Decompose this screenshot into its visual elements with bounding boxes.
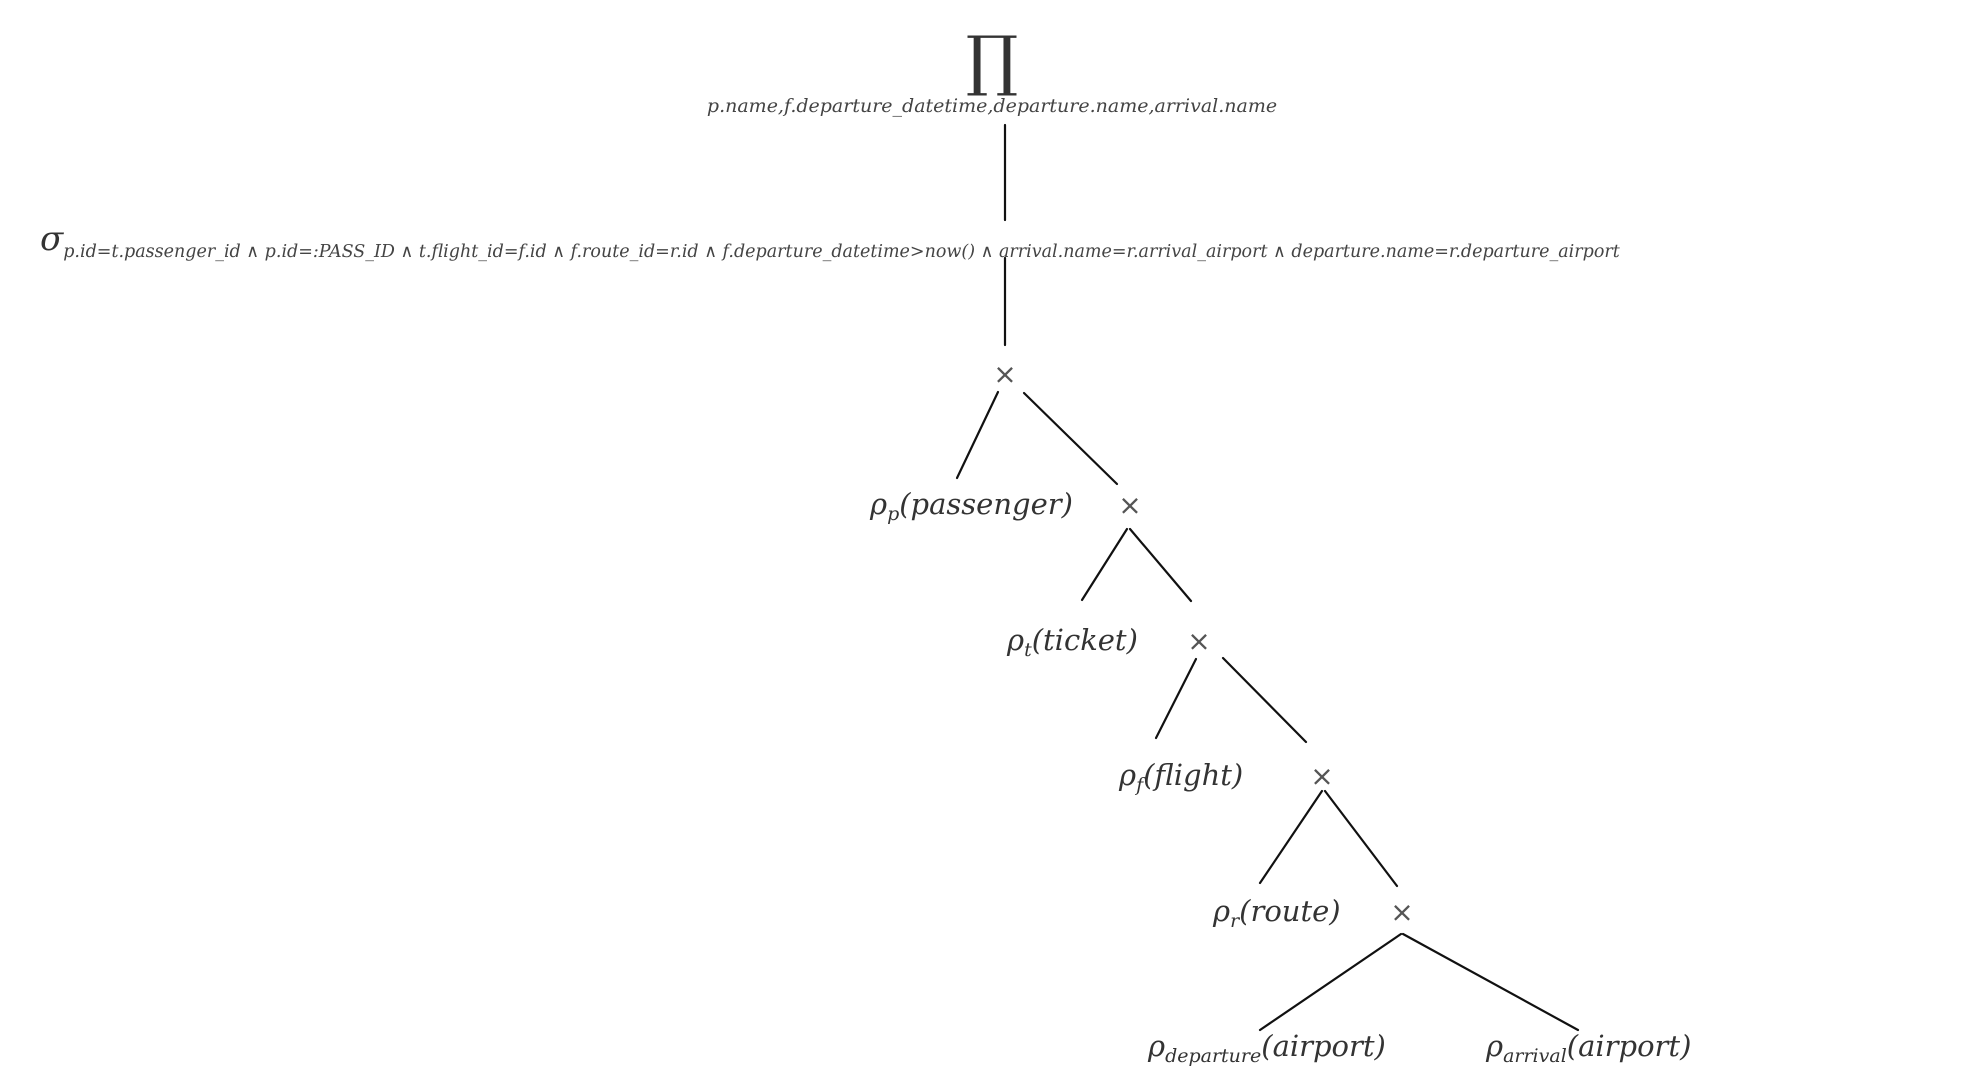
edge-cross-4-cross-5 (1323, 789, 1399, 888)
relation-route: ρr(route) (1213, 894, 1341, 932)
edge-cross-5-arrival (1401, 932, 1580, 1032)
projection-symbol: ∏ (965, 22, 1019, 99)
edge-cross-5-departure (1258, 932, 1403, 1032)
relation-departure-airport: ρdeparture(airport) (1148, 1029, 1386, 1067)
cross-product-node: × (993, 357, 1017, 391)
projection-attributes: p.name,f.departure_datetime,departure.na… (706, 95, 1278, 117)
relation-ticket: ρt(ticket) (1007, 623, 1138, 661)
cross-product-node: × (1118, 488, 1142, 522)
selection-node: σp.id=t.passenger_id ∧ p.id=:PASS_ID ∧ t… (40, 222, 1620, 262)
edge-cross-3-flight (1154, 657, 1198, 740)
cross-product-node: × (1310, 759, 1334, 793)
relation-passenger: ρp(passenger) (870, 487, 1073, 525)
edge-cross-4-route (1258, 789, 1324, 885)
edge-cross-2-ticket (1080, 527, 1129, 602)
selection-symbol: σ (40, 219, 64, 259)
edge-cross-3-cross-4 (1221, 656, 1308, 744)
relation-flight: ρf(flight) (1119, 758, 1244, 796)
edge-cross-1-passenger (955, 390, 1000, 480)
relation-arrival-airport: ρarrival(airport) (1486, 1029, 1692, 1067)
selection-condition: p.id=t.passenger_id ∧ p.id=:PASS_ID ∧ t.… (63, 242, 1620, 262)
cross-product-node: × (1390, 895, 1414, 929)
edge-cross-2-cross-3 (1128, 527, 1193, 603)
edge-cross-1-cross-2 (1022, 391, 1119, 486)
cross-product-node: × (1187, 624, 1211, 658)
